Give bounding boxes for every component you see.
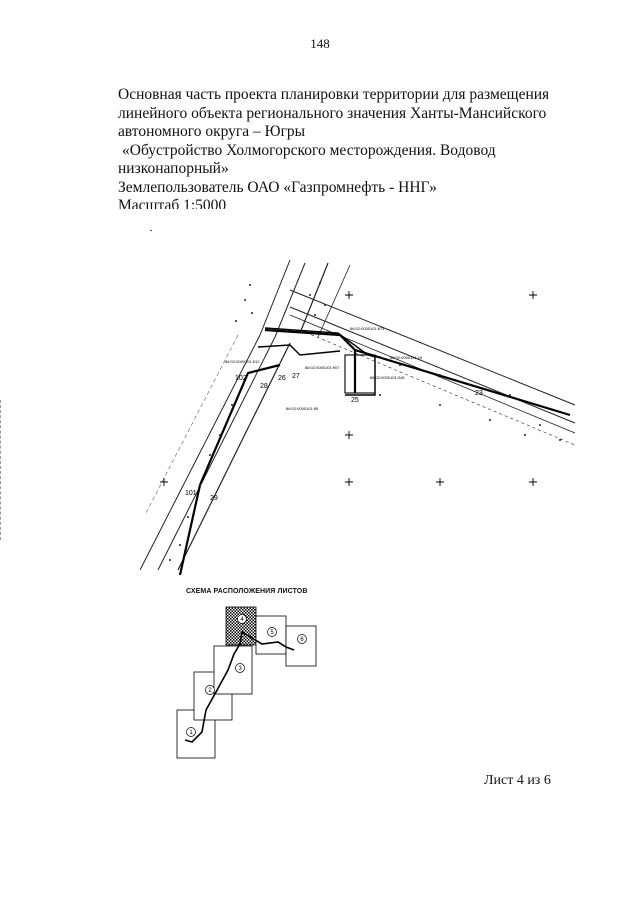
document-heading: Основная часть проекта планировки террит… bbox=[118, 86, 548, 209]
cadastral-label: 86:02:0000101:59 bbox=[286, 406, 319, 411]
heading-line: Землепользователь ОАО «Газпромнефть - НН… bbox=[118, 178, 437, 196]
heading-line: Основная часть проекта планировки террит… bbox=[118, 86, 548, 103]
cadastral-label: 86:02:0000101:874 bbox=[350, 326, 385, 331]
parcel-number: 23 bbox=[475, 390, 483, 397]
cadastral-label: 86:02:0000101:348 bbox=[370, 375, 405, 380]
cadastral-label: 86:02:0000101:912 bbox=[225, 359, 260, 364]
route-line bbox=[184, 630, 295, 743]
vegetation-marks bbox=[169, 282, 561, 561]
road-corridor bbox=[140, 259, 576, 571]
heading-line: автономного округа – Югры bbox=[118, 123, 306, 140]
parcel-number: 101 bbox=[185, 490, 197, 497]
pipeline-route bbox=[178, 328, 571, 575]
parcel-number: 102 bbox=[235, 375, 247, 382]
sheet-number: 5 bbox=[270, 630, 274, 636]
allotment-boundary bbox=[257, 327, 376, 396]
sheet-frame bbox=[213, 645, 253, 695]
sheet-layout-scheme: 1 2 3 4 5 6 bbox=[176, 606, 317, 759]
scheme-title: СХЕМА РАСПОЛОЖЕНИЯ ЛИСТОВ bbox=[186, 588, 308, 595]
scan-mark bbox=[150, 230, 152, 231]
sheet-frame bbox=[285, 625, 317, 667]
sheet-number: 1 bbox=[189, 730, 193, 736]
cadastral-label: 86:02:0000101:907 bbox=[305, 365, 340, 370]
grid-crosses bbox=[160, 291, 537, 486]
cadastral-label: 86:02:0000101:15 bbox=[390, 355, 423, 360]
parcel-number: 27 bbox=[292, 373, 300, 380]
parcel-number: 28 bbox=[260, 383, 268, 390]
planning-map: 27 26 28 25 29 23 101 102 86:02:0000101:… bbox=[140, 259, 576, 575]
heading-line: линейного объекта регионального значения… bbox=[118, 104, 547, 122]
parcel-number: 29 bbox=[210, 495, 218, 502]
scan-edge bbox=[0, 400, 4, 540]
parcel-number: 26 bbox=[278, 375, 286, 382]
parcel-number: 25 bbox=[351, 397, 359, 404]
scale-line: Масштаб 1:5000 bbox=[118, 197, 227, 209]
sheet-number: 4 bbox=[240, 617, 244, 623]
heading-line: «Обустройство Холмогорского месторождени… bbox=[122, 141, 496, 159]
heading-line: низконапорный» bbox=[118, 160, 229, 177]
sheet-number: 6 bbox=[300, 637, 304, 643]
sheet-number: 2 bbox=[208, 688, 212, 694]
page-number: 148 bbox=[310, 36, 330, 51]
sheet-counter: Лист 4 из 6 bbox=[484, 773, 551, 788]
sheet-number: 3 bbox=[238, 666, 242, 672]
